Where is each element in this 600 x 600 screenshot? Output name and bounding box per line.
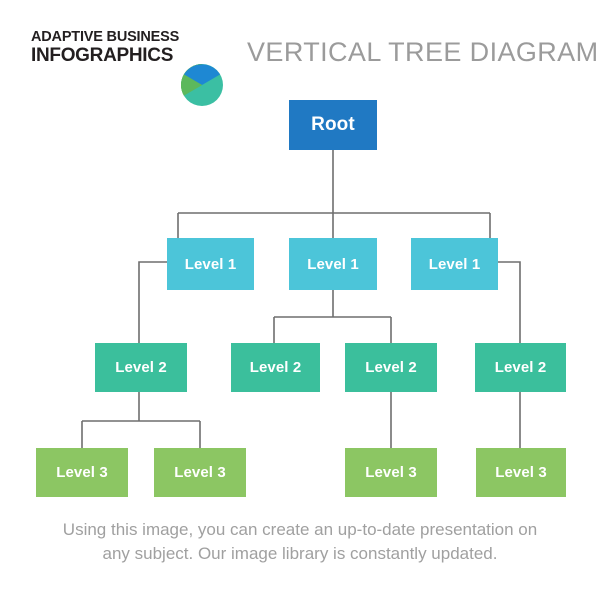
page-title: VERTICAL TREE DIAGRAM [247, 37, 599, 67]
tree-node-label: Level 1 [428, 255, 481, 273]
slide-header: ADAPTIVE BUSINESS INFOGRAPHICS VERTICAL … [0, 28, 600, 106]
tree-node-label: Level 2 [494, 359, 547, 376]
tree-node-l2b[interactable]: Level 2 [231, 343, 320, 392]
tree-node-label: Level 3 [365, 464, 417, 481]
tree-node-l2a[interactable]: Level 2 [95, 343, 187, 392]
tree-node-label: Level 2 [115, 359, 167, 376]
brand-line-1: ADAPTIVE BUSINESS [31, 29, 180, 45]
brand-line-2: INFOGRAPHICS [31, 44, 174, 66]
tree-node-l3b[interactable]: Level 3 [154, 448, 246, 497]
tree-node-label: Level 2 [365, 359, 417, 376]
slide-caption: Using this image, you can create an up-t… [30, 518, 570, 566]
tree-node-label: Level 1 [184, 255, 237, 273]
brand-wordmark: ADAPTIVE BUSINESS INFOGRAPHICS [31, 29, 180, 66]
tree-node-label: Level 2 [249, 359, 302, 376]
tree-node-label: Level 1 [307, 255, 359, 273]
tree-node-label: Level 3 [56, 464, 108, 481]
l1a-to-l2a [138, 261, 167, 343]
tree-node-l3a[interactable]: Level 3 [36, 448, 128, 497]
caption-line-1: Using this image, you can create an up-t… [62, 520, 538, 539]
tree-node-root[interactable]: Root [289, 100, 377, 150]
tree-node-label: Root [311, 114, 355, 135]
tree-node-label: Level 3 [174, 464, 226, 481]
tree-node-l2c[interactable]: Level 2 [345, 343, 437, 392]
caption-line-2: any subject. Our image library is consta… [102, 544, 498, 564]
tree-node-label: Level 3 [495, 464, 547, 481]
tree-node-l1c[interactable]: Level 1 [411, 238, 498, 290]
tree-node-l1b[interactable]: Level 1 [289, 238, 377, 290]
tree-node-l3c[interactable]: Level 3 [345, 448, 437, 497]
tree-node-l1a[interactable]: Level 1 [167, 238, 254, 290]
l1c-to-l2d [498, 261, 521, 343]
pie-circle-logo-icon [181, 64, 223, 106]
tree-node-l2d[interactable]: Level 2 [475, 343, 566, 392]
tree-node-l3d[interactable]: Level 3 [476, 448, 566, 497]
